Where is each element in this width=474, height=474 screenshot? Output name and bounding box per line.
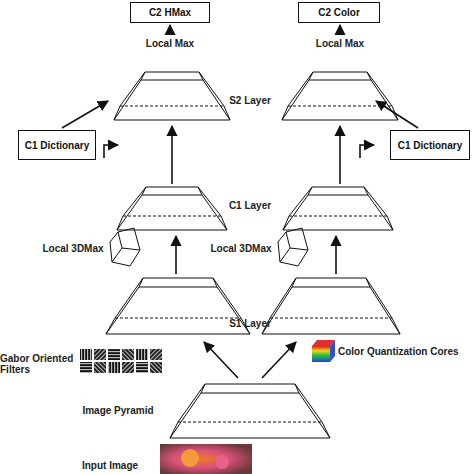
pyramid-hidden: [289, 216, 387, 217]
annotation-label: Gabor Oriented Filters: [0, 353, 78, 375]
pyramid-hidden: [288, 106, 392, 107]
dictionary-arrow: [376, 101, 418, 128]
local-3dmax-icon-right: [278, 228, 308, 266]
pyramid-outline: [170, 384, 330, 438]
box-label: C2 HMax: [149, 7, 191, 18]
input-image: [160, 444, 252, 474]
pyramid-outline: [117, 187, 227, 230]
pyramids: [106, 72, 400, 438]
flow-arrow: [175, 236, 177, 274]
gabor-filters: [80, 349, 162, 373]
annotation-label: Local Max: [130, 38, 210, 49]
flow-arrow: [335, 236, 337, 274]
s1-pyramid-right: [262, 278, 400, 334]
s1-pyramid-left: [106, 278, 250, 334]
dictionary-feed: [104, 145, 118, 158]
annotation-label: Local Max: [300, 38, 380, 49]
icon-outline: [278, 228, 308, 266]
gabor-filter: [150, 349, 162, 360]
gabor-filter: [80, 362, 92, 373]
color-cube: [312, 340, 335, 362]
box-label: C1 Dictionary: [25, 140, 89, 151]
pyramid-front: [106, 278, 250, 334]
flow-arrows: [62, 25, 418, 378]
flow-arrow: [204, 342, 238, 378]
pyramid-outline: [262, 278, 400, 334]
flow-arrow: [262, 342, 296, 378]
icon-edge: [280, 232, 308, 262]
pyramid-front: [117, 187, 227, 230]
flow-arrow: [339, 126, 341, 184]
annotation-label: Color Quantization Cores: [338, 346, 474, 357]
annotation-label: Image Pyramid: [70, 405, 166, 416]
photo-detail: [215, 455, 229, 469]
annotation-label: S2 Layer: [210, 95, 290, 106]
icon-outline: [110, 228, 140, 266]
gabor-filter: [94, 349, 106, 360]
gabor-filter: [122, 349, 134, 360]
pyramid-front: [170, 384, 330, 438]
gabor-filter: [136, 349, 148, 360]
gabor-filter: [122, 362, 134, 373]
gabor-filter: [150, 362, 162, 373]
gabor-filter: [108, 362, 120, 373]
process-box: C2 HMax: [130, 2, 210, 23]
pyramid-hidden: [178, 422, 322, 423]
image-pyramid-shape: [170, 384, 330, 438]
annotation-label: Input Image: [64, 460, 156, 471]
dictionary-arrow: [62, 101, 108, 128]
box-label: C2 Color: [318, 7, 360, 18]
pyramid-outline: [114, 72, 230, 120]
pyramid-hidden: [115, 318, 241, 319]
input-photo: [160, 444, 252, 474]
annotation-label: S1 Layer: [212, 318, 288, 329]
pyramid-front: [262, 278, 400, 334]
gabor-filter: [94, 362, 106, 373]
pyramid-hidden: [120, 106, 224, 107]
annotation-label: Local 3DMax: [36, 243, 110, 254]
annotation-label: Local 3DMax: [204, 243, 278, 254]
gabor-filter: [108, 349, 120, 360]
flow-arrow: [171, 126, 173, 184]
cube-side: [330, 340, 335, 362]
icon-edge: [112, 232, 140, 262]
gabor-filter: [136, 362, 148, 373]
process-box: C1 Dictionary: [18, 130, 96, 160]
pyramid-outline: [283, 187, 393, 230]
local-3dmax-icon-left: [110, 228, 140, 266]
pyramid-front: [283, 187, 393, 230]
process-box: C1 Dictionary: [390, 130, 470, 160]
flow-arrow: [339, 25, 341, 35]
process-box: C2 Color: [298, 2, 380, 23]
box-label: C1 Dictionary: [398, 140, 462, 151]
pyramid-front: [282, 72, 398, 120]
annotation-label: C1 Layer: [210, 200, 290, 211]
cube-front: [312, 346, 330, 362]
dictionary-feed: [360, 145, 374, 158]
pyramid-front: [114, 72, 230, 120]
c1-pyramid-right: [283, 187, 393, 230]
c1-pyramid-left: [117, 187, 227, 230]
photo-detail: [181, 449, 199, 467]
gabor-filter: [80, 349, 92, 360]
pyramid-outline: [106, 278, 250, 334]
flow-arrow: [169, 25, 171, 35]
pyramid-hidden: [270, 318, 392, 319]
s2-pyramid-right: [282, 72, 398, 120]
s2-pyramid-left: [114, 72, 230, 120]
pyramid-outline: [282, 72, 398, 120]
pyramid-hidden: [123, 216, 221, 217]
